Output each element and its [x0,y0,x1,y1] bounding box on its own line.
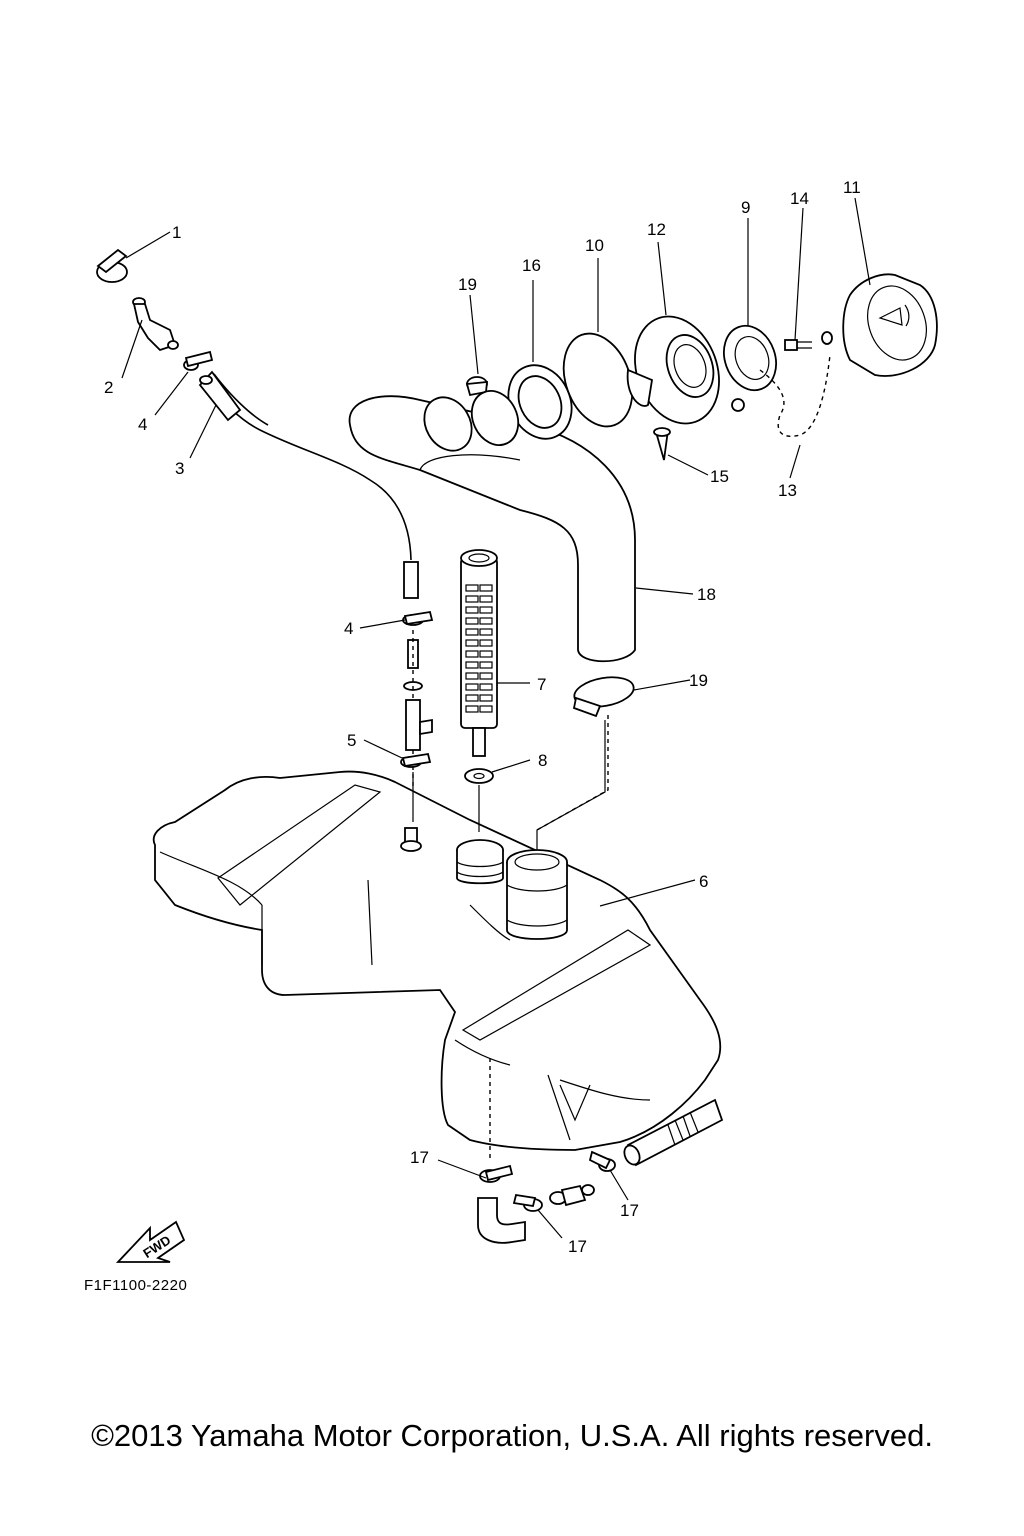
callout-4-upper: 4 [138,415,147,434]
filter-slot [465,606,479,614]
filter-slot [479,683,493,691]
callout-13: 13 [778,481,797,500]
screw-part-15 [653,427,671,461]
washer-part-8 [464,768,494,784]
filter-slot [479,606,493,614]
callout-8: 8 [538,751,547,770]
fuel-tank-part-6 [152,770,722,1151]
callout-17-bottom: 17 [568,1237,587,1256]
clip-part-17-right [588,1150,616,1172]
copyright-notice: ©2013 Yamaha Motor Corporation, U.S.A. A… [91,1418,933,1453]
callout-5: 5 [347,731,356,750]
ring-part-9 [723,324,777,412]
chain-part-13 [759,354,831,437]
drain-elbow [477,1164,526,1244]
callout-14: 14 [790,189,809,208]
filter-slot [465,617,479,625]
filter-slot [465,650,479,658]
filter-slot [479,584,493,592]
leader-lines [121,197,871,1239]
forward-direction-arrow: FWD [115,1220,186,1263]
filter-slot [465,694,479,702]
callout-4-lower: 4 [344,619,353,638]
filter-slot [479,650,493,658]
filter-slot [479,639,493,647]
clip-part-17-middle [512,1193,543,1212]
callout-1: 1 [172,223,181,242]
screw-part-14 [784,331,833,351]
callout-3: 3 [175,459,184,478]
callout-17-left: 17 [410,1148,429,1167]
filter-slot [479,672,493,680]
callout-16: 16 [522,256,541,275]
filter-slot [465,672,479,680]
fuel-filter-part-7 [460,549,498,757]
callout-6: 6 [699,872,708,891]
filter-slot [465,705,479,713]
tank-vent-nipple [400,827,422,852]
filter-slot [479,617,493,625]
filler-neck-part-12 [626,315,720,425]
hose-clamp-part-19-lower [536,676,635,831]
callout-19-lower: 19 [689,671,708,690]
tank-fitting-left [456,839,504,885]
callout-2: 2 [104,378,113,397]
fitting-part-2 [132,297,179,352]
filter-slot [465,639,479,647]
tank-filler-neck [506,849,568,940]
clamp-part-1 [96,248,128,283]
clip-part-4-upper [183,350,214,371]
alignment-lines [412,720,606,1160]
filter-slot [479,661,493,669]
filter-slot [465,661,479,669]
fuel-cap-part-11 [842,273,938,377]
callout-19-upper: 19 [458,275,477,294]
vent-hose-part-3 [198,370,419,599]
callout-9: 9 [741,198,750,217]
filter-slot [479,694,493,702]
hose-joint-stack [400,610,434,790]
filter-slot [479,595,493,603]
filter-slot [465,595,479,603]
callout-10: 10 [585,236,604,255]
callout-18: 18 [697,585,716,604]
hose-clamp-part-19-upper [465,376,489,397]
filter-slot [465,628,479,636]
filter-slot [479,628,493,636]
callout-11: 11 [843,178,861,197]
filter-slot [465,683,479,691]
drain-hose [623,1098,724,1167]
filler-hose-part-18 [348,395,636,663]
callout-12: 12 [647,220,666,239]
callout-7: 7 [537,675,546,694]
callout-17-right: 17 [620,1201,639,1220]
filter-slot [465,584,479,592]
filter-slot [479,705,493,713]
ring-part-16 [470,364,573,446]
diagram-code: F1F1100-2220 [84,1277,187,1294]
drain-valve [549,1184,595,1207]
callout-numbers: 1 2 4 3 19 16 10 12 9 14 11 15 13 18 4 7… [104,178,861,1256]
callout-15: 15 [710,467,729,486]
